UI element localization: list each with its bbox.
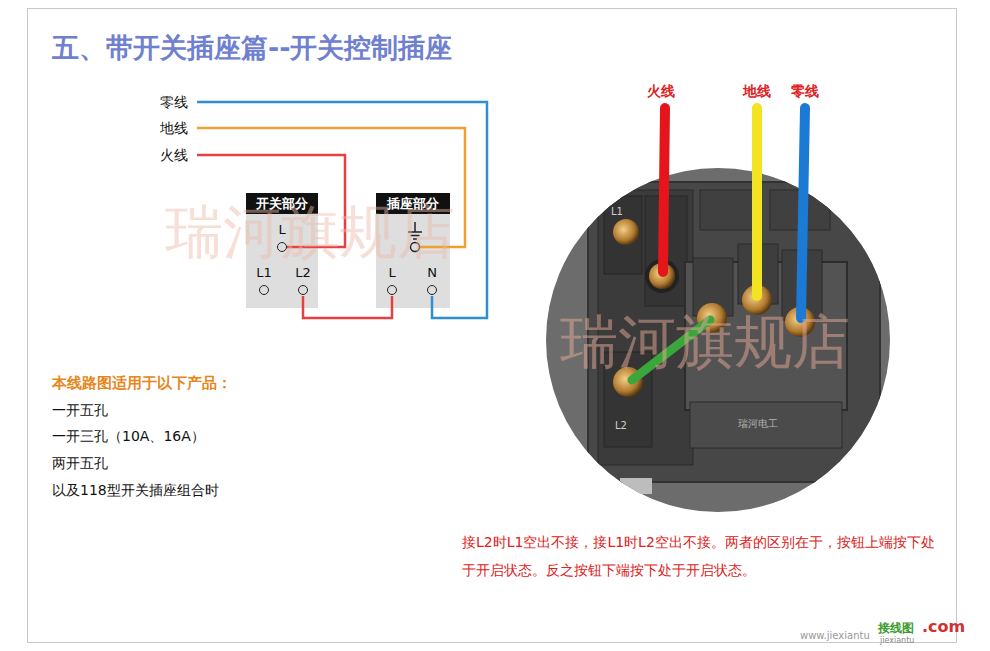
wire-photo-part (752, 108, 762, 296)
text-slot: 火线 (647, 83, 675, 99)
site-url: www.jiexiantu (800, 630, 870, 642)
terminal: L2 (291, 266, 315, 296)
socket-back-part (620, 478, 652, 494)
text-slot: 两开五孔 (52, 455, 108, 472)
site-logo: .com (922, 618, 965, 636)
product-item: 一开五孔 (52, 402, 108, 419)
product-item: 以及118型开关插座组合时 (52, 482, 219, 499)
text-slot: 地线 (160, 120, 188, 136)
socket-back-part (613, 219, 639, 245)
site-logo: 接线图 (878, 621, 914, 635)
terminal-name: L (380, 266, 404, 280)
page-title: 五、带开关插座篇--开关控制插座 (52, 30, 452, 66)
wire-photo-part (663, 108, 665, 272)
product-item: 一开三孔（10A、16A） (52, 428, 205, 445)
socket-back-part (690, 402, 842, 448)
wire-photo-part (801, 108, 805, 318)
terminal-ring (427, 285, 437, 295)
box-header: 开关部分 (246, 193, 318, 214)
terminal-name: L (270, 223, 294, 237)
box-header-band (376, 193, 450, 214)
terminal: L1 (252, 266, 276, 296)
box-header-band (246, 193, 318, 214)
text-slot: 火线 (160, 147, 188, 163)
text-slot: 瑞河旗规店 (560, 310, 850, 374)
product-item: 两开五孔 (52, 455, 108, 472)
wire-name: 地线 (160, 120, 188, 136)
terminal-name: N (420, 266, 444, 280)
text-slot: 零线 (160, 94, 188, 110)
terminal: L (380, 266, 404, 296)
wire-name: 火线 (647, 83, 675, 99)
site-url: jiexiantu (880, 636, 914, 646)
terminal-mark: L2 (615, 420, 627, 432)
wire-name: 零线 (160, 94, 188, 110)
wire-name: 地线 (743, 83, 771, 99)
box-header: 插座部分 (376, 193, 450, 214)
text-slot: 五、带开关插座篇--开关控制插座 (52, 30, 452, 66)
terminal-mark: L1 (611, 206, 623, 218)
text-slot: 一开三孔（10A、16A） (52, 428, 205, 445)
terminal: N (420, 266, 444, 296)
text-slot: 本线路图适用于以下产品： (52, 374, 232, 392)
terminal-ring (298, 285, 308, 295)
text-slot: 瑞河电工 (738, 418, 778, 430)
wire-name: 火线 (160, 147, 188, 163)
text-slot: www.jiexiantu (800, 630, 870, 642)
socket-back-part (700, 190, 760, 230)
text-slot: 地线 (743, 83, 771, 99)
terminal-ring (387, 285, 397, 295)
socket-back-part (604, 196, 642, 274)
text-slot: L2 (615, 420, 627, 432)
terminal-name: L2 (291, 266, 315, 280)
list-heading: 本线路图适用于以下产品： (52, 374, 232, 392)
text-slot: 一开五孔 (52, 402, 108, 419)
socket-back-part (540, 160, 900, 520)
note-text: 接L2时L1空出不接，接L1时L2空出不接。两者的区别在于，按钮上端按下处于开启… (462, 528, 944, 584)
text-slot: L1 (611, 206, 623, 218)
watermark: 瑞河旗规店 (560, 310, 850, 374)
text-slot: jiexiantu (880, 636, 914, 646)
wire-name: 零线 (791, 83, 819, 99)
text-slot: 以及118型开关插座组合时 (52, 482, 219, 499)
terminal-name: L1 (252, 266, 276, 280)
text-slot: .com (922, 618, 965, 636)
text-slot: 接线图 (878, 621, 914, 635)
terminal-ring (259, 285, 269, 295)
brand-mark: 瑞河电工 (738, 418, 778, 430)
text-slot: 接L2时L1空出不接，接L1时L2空出不接。两者的区别在于，按钮上端按下处于开启… (462, 528, 944, 584)
socket-back (540, 160, 900, 520)
wire-path (303, 296, 392, 318)
text-slot: 零线 (791, 83, 819, 99)
wire-connector (303, 296, 392, 318)
